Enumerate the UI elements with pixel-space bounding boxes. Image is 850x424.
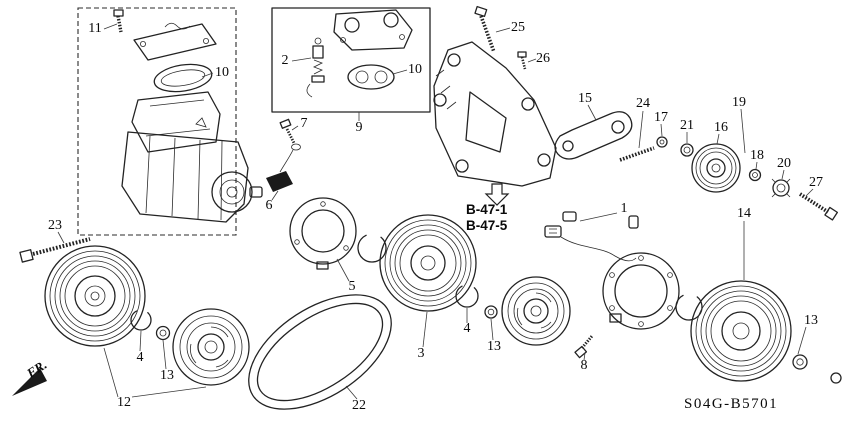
snap-ring-4b: [455, 284, 479, 308]
part-label-25: 25: [511, 20, 525, 35]
compressor-body: [121, 91, 263, 223]
part-label-19: 19: [732, 95, 746, 110]
part-label-18: 18: [750, 148, 764, 163]
clamp-6: [266, 171, 293, 192]
pulley-14: [690, 280, 792, 382]
part-label-2: 2: [281, 53, 289, 68]
field-coil-5: [289, 197, 357, 270]
reference-arrow-icon: [484, 183, 510, 206]
pulley-3: [379, 214, 477, 312]
reference-label-b47-1: B-47-1: [466, 202, 508, 217]
clutch-disc-3: [501, 276, 571, 346]
part-label-7: 7: [300, 116, 308, 131]
damper-washer-20: [771, 178, 791, 198]
cover-gasket-10: [153, 63, 213, 93]
part-label-17: 17: [654, 110, 668, 125]
part-label-10: 10: [215, 65, 229, 80]
part-label-16: 16: [714, 120, 728, 135]
part-label-9: 9: [355, 120, 363, 135]
part-label-13: 13: [487, 339, 501, 354]
washer-21: [680, 143, 694, 157]
washer-18: [748, 168, 762, 182]
stud-24: [619, 146, 655, 162]
part-label-24: 24: [636, 96, 650, 111]
wire-harness-1: [544, 211, 639, 262]
bracket-arm-15: [554, 111, 633, 160]
part-label-4: 4: [463, 321, 471, 336]
bolt-23: [19, 237, 91, 263]
part-label-12: 12: [117, 395, 131, 410]
screw-26: [517, 51, 527, 70]
control-valve-2: [306, 37, 325, 98]
snap-ring: [357, 233, 387, 263]
snap-ring-4: [130, 309, 152, 331]
washer-13: [155, 325, 171, 341]
part-label-8: 8: [580, 358, 588, 373]
reference-label-b47-5: B-47-5: [466, 218, 508, 233]
part-label-11: 11: [88, 21, 102, 36]
dashed-detail-box: [77, 7, 237, 236]
part-label-27: 27: [809, 175, 823, 190]
idler-pulley-16: [691, 143, 741, 193]
part-label-6: 6: [265, 198, 273, 213]
part-label-13: 13: [160, 368, 174, 383]
part-label-26: 26: [536, 51, 550, 66]
bolt-7: [279, 118, 301, 173]
drive-belt-22: [248, 294, 392, 410]
bolt-27: [798, 192, 839, 221]
field-coil-right: [602, 252, 680, 330]
washer-13c: [792, 354, 842, 384]
washer-13b: [484, 305, 498, 319]
leader-lines: [57, 23, 814, 400]
diagram-code: S04G-B5701: [684, 396, 779, 412]
clutch-disc-12: [172, 308, 250, 386]
valve-detail-box: [271, 7, 431, 113]
part-label-22: 22: [352, 398, 366, 413]
collar-17: [656, 136, 668, 148]
part-label-5: 5: [348, 279, 356, 294]
bolt-8: [574, 335, 594, 359]
service-cover-plate: [133, 22, 217, 61]
part-label-15: 15: [578, 91, 592, 106]
snap-ring-right: [675, 293, 703, 321]
part-label-3: 3: [417, 346, 425, 361]
part-label-21: 21: [680, 118, 694, 133]
part-label-4: 4: [136, 350, 144, 365]
part-label-14: 14: [737, 206, 751, 221]
part-label-23: 23: [48, 218, 62, 233]
bolt-11: [113, 9, 124, 33]
bolt-25: [474, 5, 496, 53]
valve-gasket-10: [347, 64, 395, 90]
part-label-10: 10: [408, 62, 422, 77]
part-label-1: 1: [620, 201, 628, 216]
mounting-bracket: [433, 41, 557, 187]
part-label-13: 13: [804, 313, 818, 328]
fr-arrow-icon: [12, 368, 47, 396]
part-label-20: 20: [777, 156, 791, 171]
pulley-12: [44, 245, 146, 347]
suction-fitting-plate: [333, 9, 413, 51]
